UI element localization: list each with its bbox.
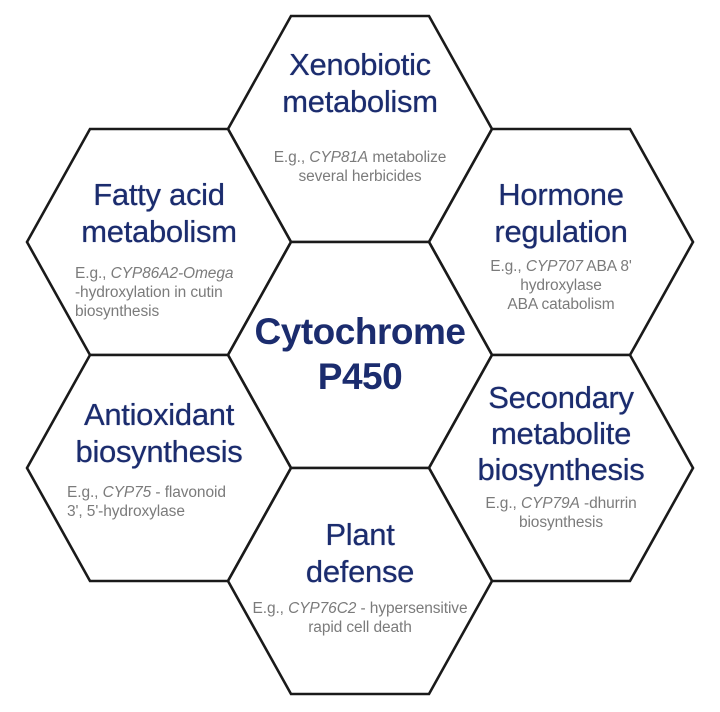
example-text: metabolize several herbicides <box>298 149 447 185</box>
example-prefix: E.g., <box>75 265 111 282</box>
gene-name: CYP81A <box>309 149 369 166</box>
antioxidant-biosynthesis-title: Antioxidant biosynthesis <box>75 397 243 469</box>
gene-name: CYP707 <box>525 258 583 275</box>
gene-name: CYP75 <box>102 484 152 501</box>
antioxidant-biosynthesis-example: E.g., CYP75 - flavonoid 3', 5'-hydroxyla… <box>67 483 259 521</box>
example-text: -hydroxylation in cutin biosynthesis <box>75 284 223 320</box>
cytochrome-p450-title: Cytochrome P450 <box>254 311 466 397</box>
example-text: ABA 8' hydroxylase ABA catabolism <box>507 258 632 313</box>
xenobiotic-metabolism-title: Xenobiotic metabolism <box>282 47 438 119</box>
secondary-metabolite-biosynthesis-title: Secondary metabolite biosynthesis <box>477 380 645 487</box>
example-text: -dhurrin biosynthesis <box>518 495 637 531</box>
example-text: - flavonoid 3', 5'-hydroxylase <box>67 484 226 520</box>
hexagon-plant-defense <box>226 466 494 696</box>
gene-name: CYP86A2-Omega <box>110 265 234 282</box>
example-prefix: E.g., <box>273 149 310 166</box>
plant-defense-title: Plant defense <box>305 517 415 589</box>
gene-name: CYP79A <box>520 495 580 512</box>
xenobiotic-metabolism-example: E.g., CYP81A metabolize several herbicid… <box>240 148 480 186</box>
fatty-acid-metabolism-title: Fatty acid metabolism <box>81 177 237 249</box>
example-prefix: E.g., <box>490 258 526 275</box>
fatty-acid-metabolism-example: E.g., CYP86A2-Omega -hydroxylation in cu… <box>75 264 257 321</box>
example-prefix: E.g., <box>252 600 289 617</box>
example-text: - hypersensitive rapid cell death <box>308 600 468 636</box>
secondary-metabolite-biosynthesis-example: E.g., CYP79A -dhurrin biosynthesis <box>451 494 671 532</box>
gene-name: CYP76C2 <box>288 600 357 617</box>
example-prefix: E.g., <box>67 484 103 501</box>
plant-defense-example: E.g., CYP76C2 - hypersensitive rapid cel… <box>225 599 495 637</box>
example-prefix: E.g., <box>485 495 521 512</box>
hormone-regulation-title: Hormone regulation <box>494 177 628 249</box>
hormone-regulation-example: E.g., CYP707 ABA 8' hydroxylase ABA cata… <box>451 257 671 314</box>
